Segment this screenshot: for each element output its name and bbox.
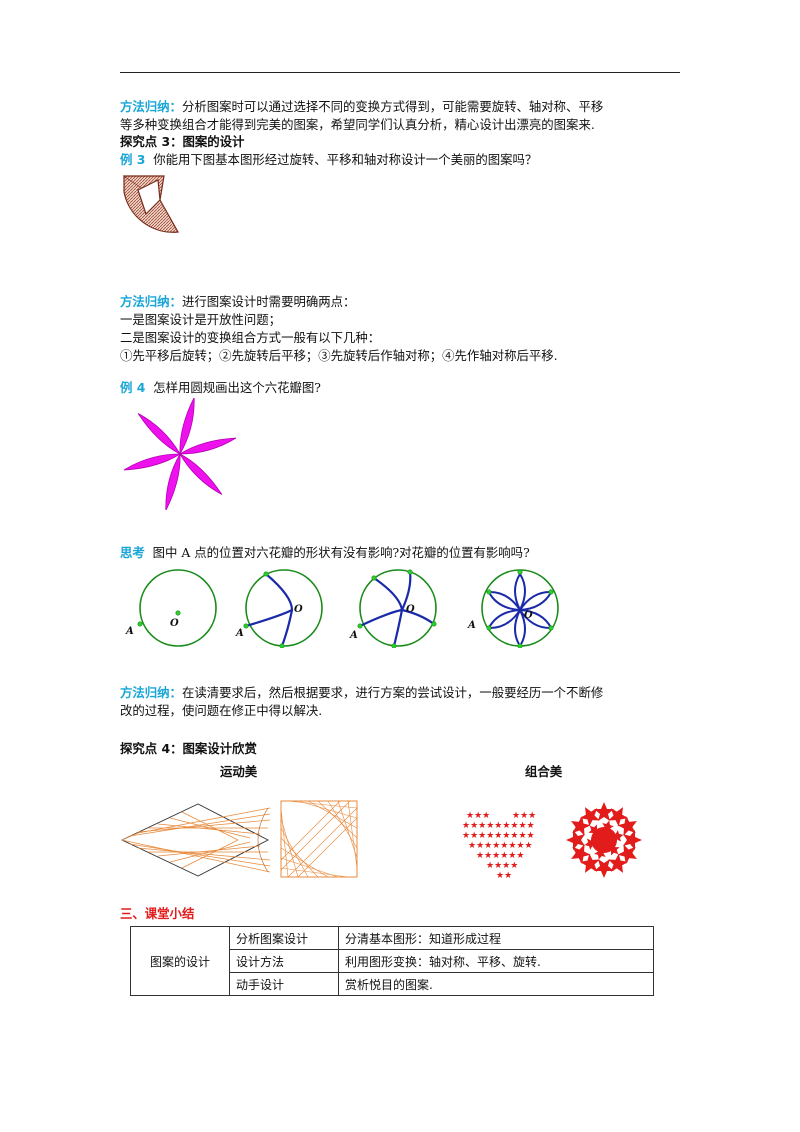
method-text: 在读清要求后，然后根据要求，进行方案的尝试设计，一般要经历一个不断修 bbox=[181, 685, 604, 700]
diagram-step-2: A O bbox=[235, 569, 323, 648]
example-label: 例 4 bbox=[120, 380, 146, 395]
method-label: 方法归纳： bbox=[120, 685, 182, 700]
point-label-a: A bbox=[349, 630, 358, 641]
diagram-step-4: A O bbox=[467, 569, 559, 648]
summary-root-cell: 图案的设计 bbox=[130, 926, 230, 996]
think-text: 图中 A 点的位置对六花瓣的形状有没有影响?对花瓣的位置有影响吗? bbox=[152, 545, 530, 560]
summary-left-cell: 设计方法 bbox=[229, 949, 339, 973]
string-art-fish bbox=[120, 803, 270, 877]
summary-table: 图案的设计 分析图案设计 分清基本图形：知道形成过程 设计方法 利用图形变换：轴… bbox=[130, 926, 654, 996]
example-text: 怎样用圆规画出这个六花瓣图? bbox=[153, 380, 321, 395]
svg-text:★★★★★★★★★: ★★★★★★★★★ bbox=[462, 821, 535, 831]
diagram-step-3: A O bbox=[349, 569, 437, 648]
method-line-3: ①先平移后旋转；②先旋转后平移；③先旋转后作轴对称；④先作轴对称后平移. bbox=[120, 348, 558, 363]
point-label-a: A bbox=[467, 620, 476, 631]
six-petal-flower bbox=[123, 398, 237, 510]
method-summary-3: 方法归纳：在读清要求后，然后根据要求，进行方案的尝试设计，一般要经历一个不断修 … bbox=[120, 684, 680, 720]
method-label: 方法归纳： bbox=[120, 99, 182, 114]
point-label-o: O bbox=[406, 604, 415, 615]
svg-text:★★★★★★★★: ★★★★★★★★ bbox=[468, 841, 533, 851]
svg-text:★★★★★★★★★: ★★★★★★★★★ bbox=[462, 831, 535, 841]
method-text: 进行图案设计时需要明确两点： bbox=[181, 294, 356, 309]
point-label-a: A bbox=[235, 628, 244, 639]
method-summary-2: 方法归纳：进行图案设计时需要明确两点： 一是图案设计是开放性问题； 二是图案设计… bbox=[120, 293, 680, 365]
diagram-step-1: A O bbox=[125, 569, 217, 647]
summary-left-cell: 分析图案设计 bbox=[229, 926, 339, 950]
think-label: 思考 bbox=[120, 545, 145, 560]
svg-text:★★★: ★★★ bbox=[466, 811, 490, 821]
summary-right-cell: 分清基本图形：知道形成过程 bbox=[338, 926, 654, 950]
example-3: 例 3 你能用下图基本图形经过旋转、平移和轴对称设计一个美丽的图案吗？ bbox=[120, 151, 680, 169]
table-row: 设计方法 利用图形变换：轴对称、平移、旋转. bbox=[131, 949, 654, 973]
point-label-a: A bbox=[125, 626, 134, 637]
method-summary-1: 方法归纳：分析图案时可以通过选择不同的变换方式得到，可能需要旋转、轴对称、平移 … bbox=[120, 98, 680, 134]
example-label: 例 3 bbox=[120, 152, 146, 167]
star-sun bbox=[566, 802, 642, 878]
section-3-title: 探究点 3：图案的设计 bbox=[120, 134, 245, 149]
table-row: 动手设计 赏析悦目的图案. bbox=[131, 972, 654, 996]
caption-motion: 运动美 bbox=[220, 764, 258, 779]
example-text: 你能用下图基本图形经过旋转、平移和轴对称设计一个美丽的图案吗？ bbox=[153, 152, 538, 167]
svg-text:★★★: ★★★ bbox=[512, 811, 536, 821]
caption-combination: 组合美 bbox=[525, 764, 563, 779]
method-text-cont: 改的过程，使问题在修正中得以解决. bbox=[120, 703, 323, 718]
section-4-title: 探究点 4：图案设计欣赏 bbox=[120, 741, 257, 756]
summary-left-cell: 动手设计 bbox=[229, 972, 339, 996]
header-rule bbox=[120, 72, 680, 73]
method-text-cont: 等多种变换组合才能得到完美的图案，希望同学们认真分析，精心设计出漂亮的图案来. bbox=[120, 117, 595, 132]
svg-text:★★★★: ★★★★ bbox=[486, 861, 518, 871]
method-label: 方法归纳： bbox=[120, 294, 182, 309]
summary-right-cell: 赏析悦目的图案. bbox=[338, 972, 654, 996]
compass-construction-diagrams: A O A O A O bbox=[125, 569, 559, 648]
star-heart: ★★★★★★ ★★★★★★★★★ ★★★★★★★★★ ★★★★★★★★ ★★★★… bbox=[462, 811, 536, 880]
svg-text:★★★★★★: ★★★★★★ bbox=[476, 851, 524, 861]
method-text: 分析图案时可以通过选择不同的变换方式得到，可能需要旋转、轴对称、平移 bbox=[181, 99, 604, 114]
example-4: 例 4 怎样用圆规画出这个六花瓣图? bbox=[120, 379, 680, 397]
basic-shape-figure bbox=[123, 174, 179, 233]
point-label-o: O bbox=[294, 604, 303, 615]
point-label-o: O bbox=[524, 610, 533, 621]
summary-heading: 三、课堂小结 bbox=[120, 906, 195, 921]
point-label-o: O bbox=[170, 618, 179, 629]
method-line-1: 一是图案设计是开放性问题； bbox=[120, 312, 282, 327]
svg-text:★★: ★★ bbox=[496, 871, 512, 880]
method-line-2: 二是图案设计的变换组合方式一般有以下几种： bbox=[120, 330, 381, 345]
string-art-square bbox=[280, 800, 358, 878]
think-question: 思考 图中 A 点的位置对六花瓣的形状有没有影响?对花瓣的位置有影响吗? bbox=[120, 544, 680, 562]
table-row: 图案的设计 分析图案设计 分清基本图形：知道形成过程 bbox=[130, 926, 654, 996]
summary-right-cell: 利用图形变换：轴对称、平移、旋转. bbox=[338, 949, 654, 973]
